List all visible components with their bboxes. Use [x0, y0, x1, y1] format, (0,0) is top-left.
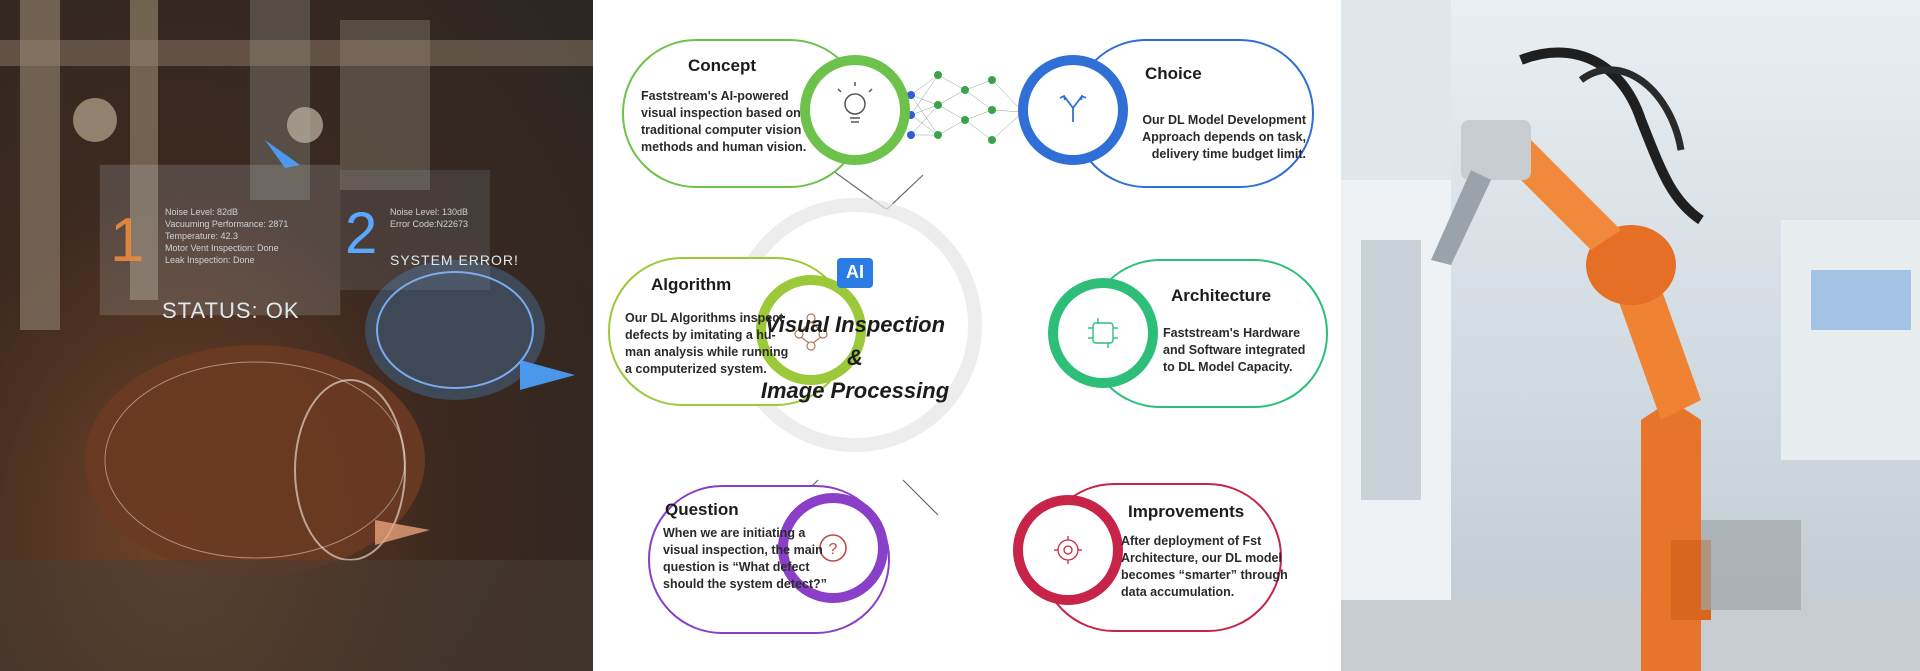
- question-body: When we are initiating a visual inspecti…: [663, 526, 827, 591]
- improvements-body: After deployment of Fst Architecture, ou…: [1121, 534, 1288, 599]
- gear-network-icon: [1054, 536, 1082, 564]
- choice-body: Our DL Model Development Approach depend…: [1142, 113, 1306, 161]
- pump-machinery-illustration: [0, 0, 593, 671]
- question-icon: ?: [819, 534, 847, 562]
- concept-body: Faststream's AI-powered visual inspectio…: [641, 89, 807, 154]
- industrial-pump-photo: 1 2 Noise Level: 82dB Vacuuming Performa…: [0, 0, 593, 671]
- main-title-line-2: Image Processing: [760, 378, 950, 403]
- diagram-graphics: ?: [608, 39, 1328, 634]
- svg-text:?: ?: [829, 541, 838, 558]
- card-algorithm: [608, 257, 866, 406]
- card-improvements: [1013, 483, 1282, 632]
- lightbulb-icon: [837, 82, 873, 123]
- algorithm-body: Our DL Algorithms inspect defects by imi…: [625, 311, 789, 376]
- network-icon: [794, 313, 828, 351]
- status-ok-label: STATUS: OK: [162, 298, 300, 323]
- hud-readout-1: Noise Level: 82dB Vacuuming Performance:…: [165, 207, 289, 265]
- ai-badge: AI: [846, 262, 864, 282]
- fork-icon: [1059, 94, 1087, 122]
- hud-readout-2: Noise Level: 130dB Error Code:N22673: [390, 207, 469, 229]
- card-architecture: [1048, 259, 1328, 408]
- architecture-title: Architecture: [1171, 286, 1272, 305]
- main-title-ampersand: &: [847, 345, 863, 370]
- improvements-title: Improvements: [1128, 502, 1245, 521]
- architecture-body: Faststream's Hardware and Software integ…: [1163, 326, 1306, 374]
- system-error-label: SYSTEM ERROR!: [390, 252, 519, 268]
- ai-badge-box: [837, 258, 873, 288]
- card-question: [648, 485, 890, 634]
- question-title: Question: [665, 500, 739, 519]
- choice-title: Choice: [1145, 64, 1202, 83]
- hud-number-2: 2: [345, 201, 378, 266]
- visual-inspection-diagram: ? AI Visual Inspection & Image Processin…: [593, 0, 1341, 671]
- algorithm-title: Algorithm: [651, 275, 732, 294]
- main-title-line-1: Visual Inspection: [764, 312, 946, 337]
- hud-number-1: 1: [110, 206, 145, 275]
- robot-arm-photo: [1341, 0, 1920, 671]
- chip-icon: [1088, 318, 1118, 348]
- card-concept: [622, 39, 910, 188]
- robot-arm-illustration: [1341, 0, 1920, 671]
- concept-title: Concept: [688, 56, 756, 75]
